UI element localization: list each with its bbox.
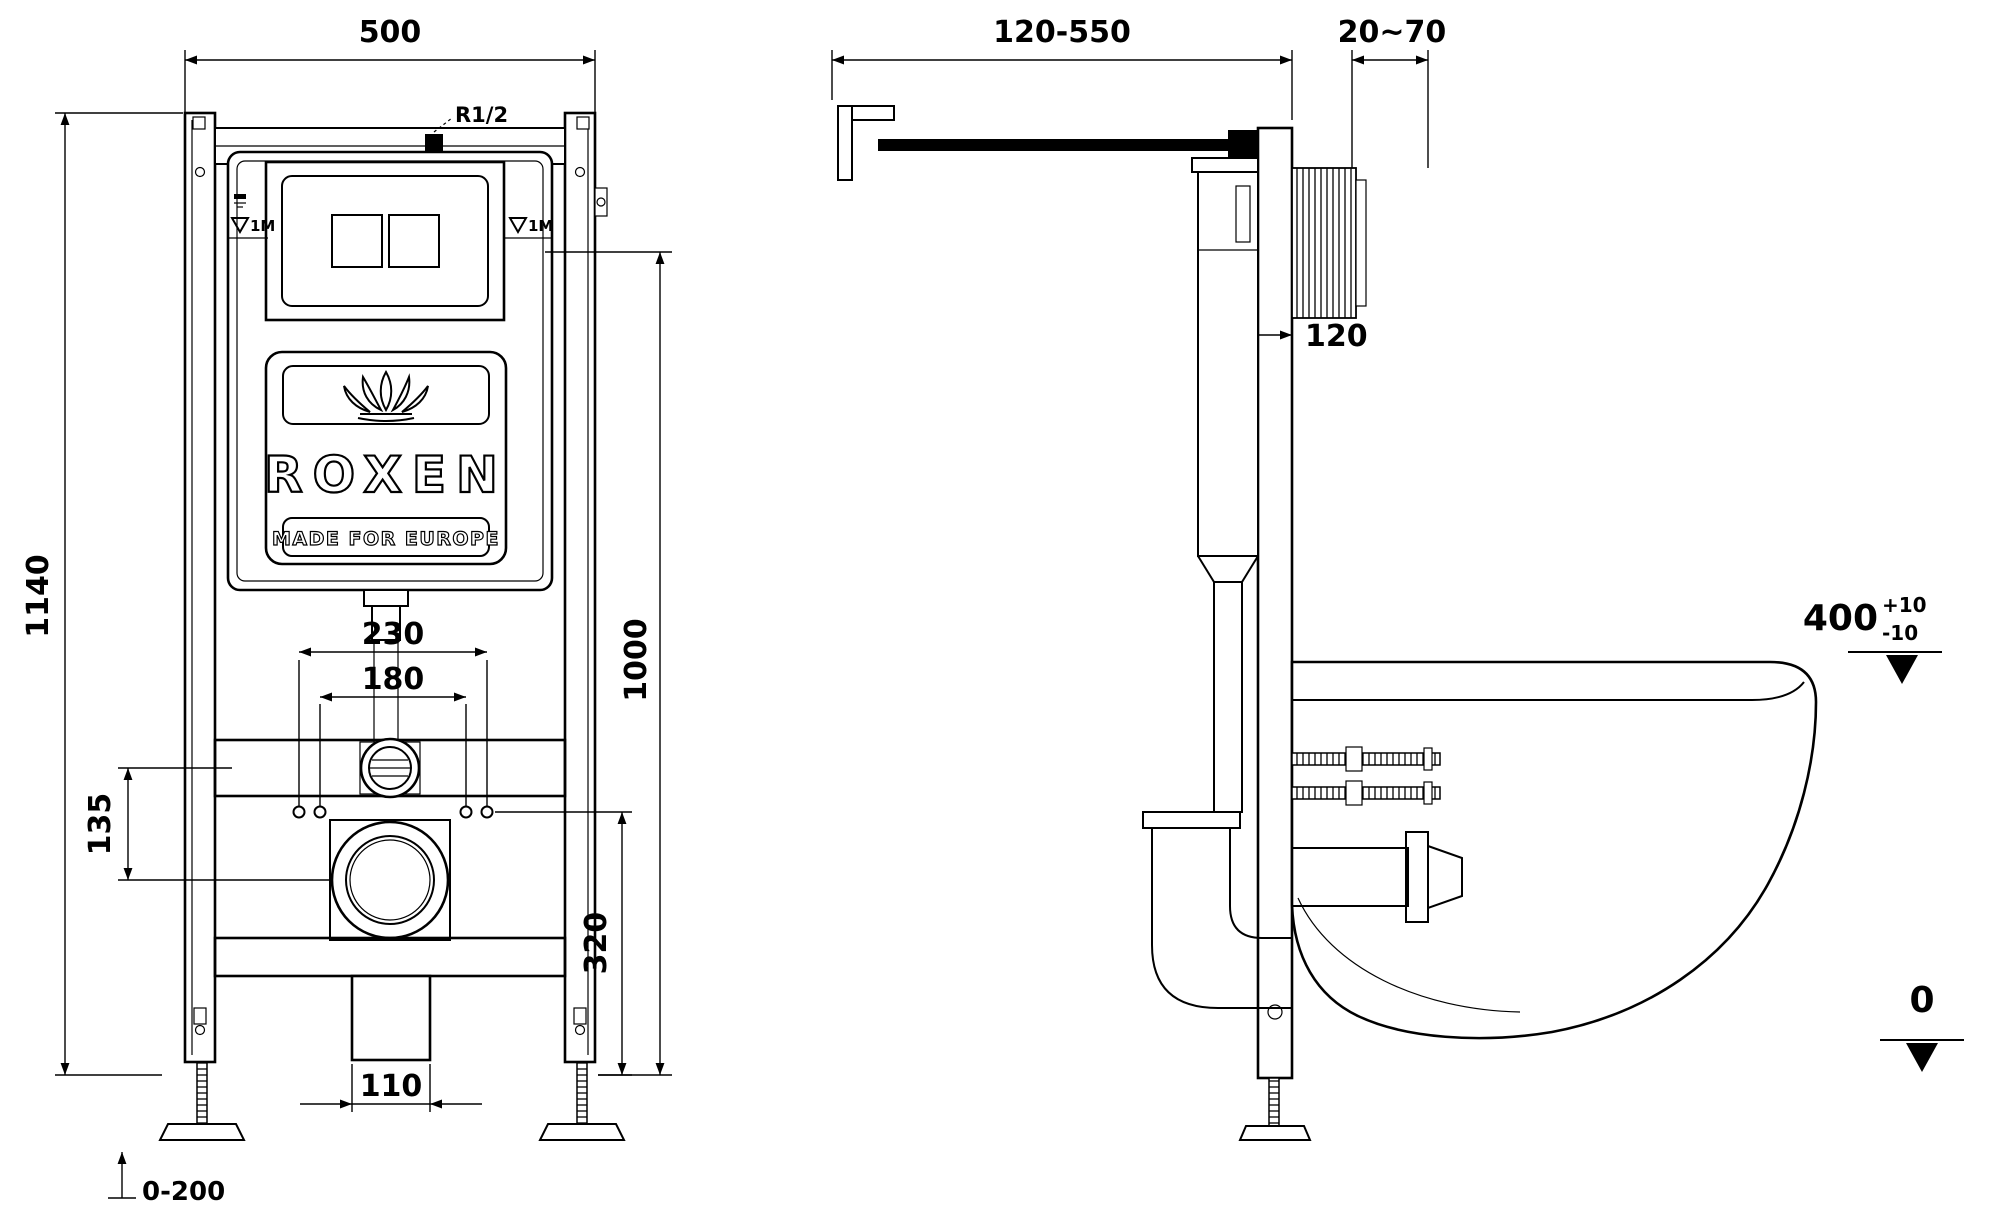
- fixing-hole: [480, 805, 494, 819]
- foot-rod-right: [576, 1061, 588, 1125]
- outlet-box: [350, 974, 432, 1062]
- wall-support-arm: [837, 105, 1258, 181]
- frame-rail-right: [563, 111, 597, 1064]
- outlet-connector: [1291, 831, 1463, 923]
- fixing-hole: [313, 805, 327, 819]
- elbow-body: [1151, 827, 1293, 1009]
- stud-nut: [1345, 746, 1363, 772]
- crown-icon: [343, 370, 429, 422]
- flush-pipe-side: [1213, 581, 1243, 813]
- dim-cistern-depth-label: 120: [1305, 319, 1368, 354]
- cistern-side: [1191, 157, 1259, 813]
- drain-assembly: [329, 819, 451, 941]
- frame-profile: [1256, 126, 1294, 1080]
- arm-clamp: [1228, 130, 1258, 160]
- floor-level-value: 0: [1909, 980, 1934, 1021]
- side-view: 120-550 20~70: [831, 15, 1964, 1141]
- water-inlet-label: R1/2: [455, 103, 508, 127]
- support-arm-bar: [878, 139, 1258, 151]
- dim-level-height-label: 1000: [619, 618, 654, 702]
- level-triangle-left-icon: [230, 217, 250, 235]
- foot-plate-right: [538, 1123, 626, 1141]
- adjustable-feet: [158, 1061, 626, 1141]
- water-inlet: R1/2: [425, 103, 508, 152]
- flush-plate: [264, 160, 506, 322]
- bowl-height-tol-plus: +10: [1882, 593, 1927, 617]
- dim-span-inner-label: 180: [362, 662, 425, 697]
- side-foot: [1238, 1077, 1312, 1141]
- bowl-height-tol-minus: -10: [1882, 621, 1918, 645]
- dim-arm-length: 120-550: [831, 15, 1293, 120]
- dim-span-outer-label: 230: [362, 617, 425, 652]
- brand-panel: ROXEN MADE FOR EUROPE: [263, 350, 508, 566]
- dim-span-inner: 180: [319, 662, 467, 806]
- flush-plate-panel: [281, 175, 489, 307]
- dim-inlet-to-drain-label: 135: [83, 793, 118, 856]
- water-level-marks: 1M 1M: [228, 194, 553, 239]
- level-label-left: 1M: [250, 217, 275, 235]
- connector-nose: [1427, 844, 1463, 910]
- foot-plate-left: [158, 1123, 246, 1141]
- dim-foot-adjustment: 0-200: [108, 1152, 225, 1207]
- flush-button-large: [388, 214, 440, 268]
- level-triangle-right-icon: [508, 217, 528, 235]
- dim-foot-adjustment-label: 0-200: [142, 1177, 225, 1207]
- floor-level-marker: 0: [1880, 980, 1964, 1072]
- wall-anchor-rod: [1291, 167, 1367, 319]
- dim-frame-height-label: 1140: [21, 554, 56, 638]
- dim-level-height: 1000: [545, 251, 672, 1076]
- frame-profile-rail: [1256, 126, 1294, 1080]
- bowl-height-marker: 400 +10 -10: [1803, 593, 1942, 684]
- dim-frame-width-label: 500: [359, 15, 422, 50]
- lower-bracket-bar: [213, 936, 567, 1062]
- middle-bracket-bar: [213, 737, 567, 819]
- level-label-right: 1M: [528, 217, 553, 235]
- brand-tagline: MADE FOR EUROPE: [272, 528, 500, 550]
- dim-wall-clearance-label: 20~70: [1338, 15, 1447, 50]
- fixing-hole: [459, 805, 473, 819]
- bowl-height-value: 400: [1803, 598, 1878, 639]
- frame-rail-left: [183, 111, 217, 1064]
- dim-drain-to-base-label: 320: [579, 912, 614, 975]
- dim-drain-to-base: 320: [495, 811, 632, 1076]
- dim-frame-width: 500: [184, 15, 596, 112]
- dim-outlet-width-label: 110: [360, 1069, 423, 1104]
- dim-inlet-to-drain: 135: [83, 767, 330, 881]
- drain-elbow: [1142, 811, 1293, 1009]
- flush-pipe-front: [363, 589, 409, 742]
- front-view: 500 1140: [21, 15, 672, 1207]
- fixing-hole: [292, 805, 306, 819]
- level-arrow-icon: [1906, 1043, 1938, 1072]
- brand-name: ROXEN: [264, 446, 508, 504]
- water-inlet-icon: [425, 134, 443, 152]
- fixing-studs: [1291, 746, 1441, 806]
- dim-frame-height: 1140: [21, 112, 183, 1076]
- foot-rod-left: [196, 1061, 208, 1125]
- water-level-icon: [234, 194, 246, 199]
- stud-nut: [1345, 780, 1363, 806]
- bowl-profile: [1290, 660, 1818, 1040]
- level-arrow-icon: [1886, 655, 1918, 684]
- flush-button-small: [331, 214, 383, 268]
- dim-span-outer: 230: [298, 617, 488, 806]
- dim-arm-length-label: 120-550: [993, 15, 1131, 50]
- toilet-bowl: [1290, 660, 1818, 1040]
- dim-wall-clearance: 20~70: [1338, 15, 1447, 168]
- dim-outlet-width: 110: [300, 1064, 482, 1112]
